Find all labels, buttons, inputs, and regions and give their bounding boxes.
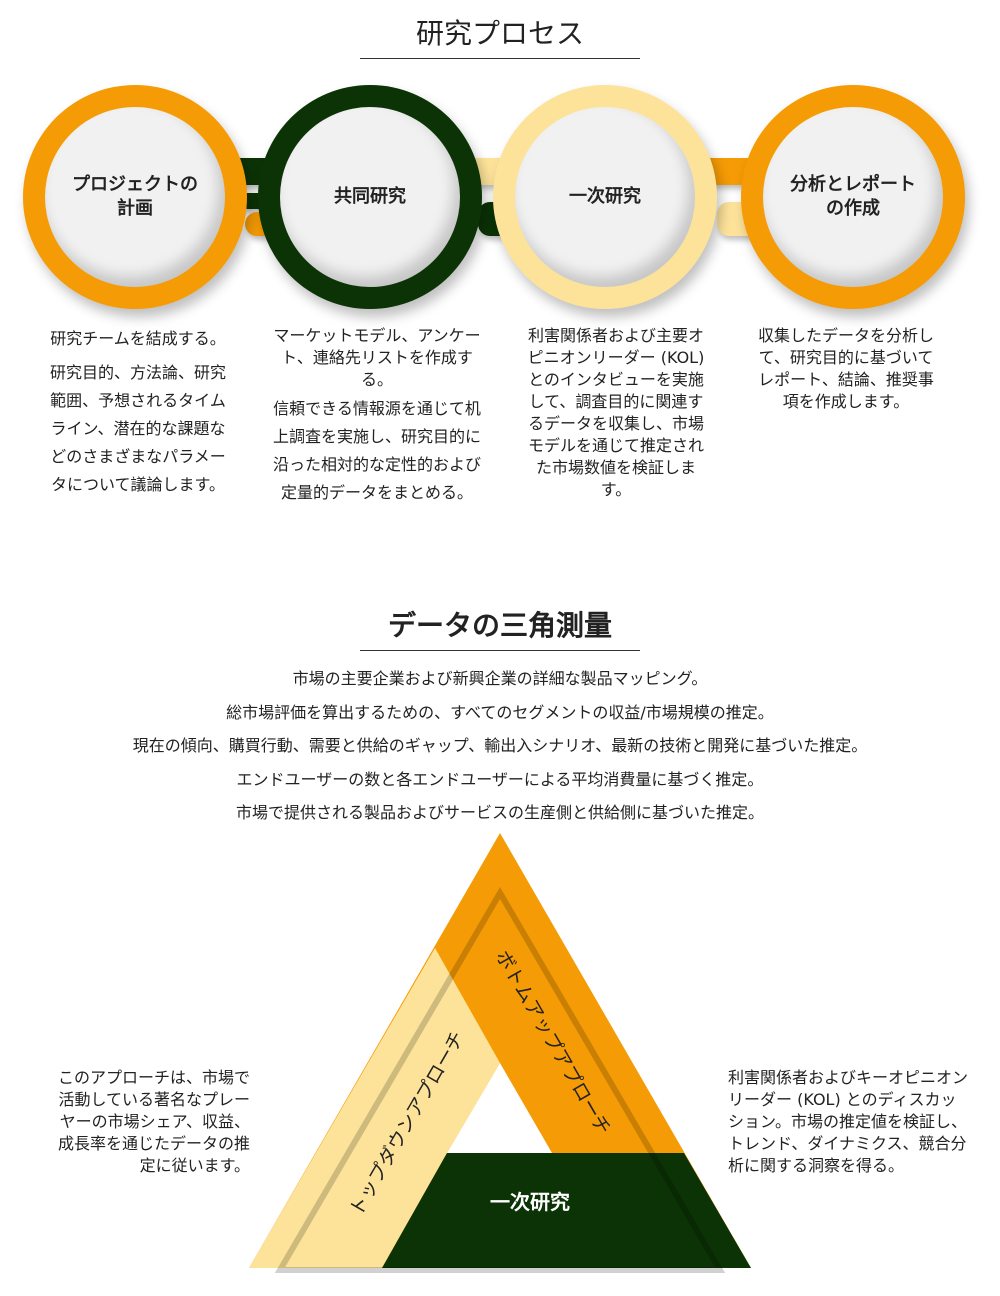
description-text: マーケットモデル、アンケート、連絡先リストを作成する。 — [273, 326, 481, 389]
description-text: 信頼できる情報源を通じて机上調査を実施し、研究目的に沿った相対的な定性的および定… — [272, 399, 481, 502]
triangulation-title: データの三角測量 — [387, 609, 612, 642]
step-description: 研究チームを結成する。 研究目的、方法論、研究範囲、予想されるタイムライン、潜在… — [44, 325, 232, 505]
process-title: 研究プロセス — [415, 17, 584, 50]
list-item: 市場の主要企業および新興企業の詳細な製品マッピング。 — [292, 669, 708, 688]
step-label: プロジェクトの計画 — [45, 107, 225, 287]
list-item: 総市場評価を算出するための、すべてのセグメントの収益/市場規模の推定。 — [226, 702, 774, 722]
step-description: 収集したデータを分析して、研究目的に基づいてレポート、結論、推奨事項を作成します… — [756, 325, 936, 419]
primary-research-band — [382, 1153, 751, 1268]
description-text: 研究チームを結成する。 — [50, 329, 226, 348]
description-text: 利害関係者および主要オピニオンリーダー (KOL) とのインタビューを実施して、… — [527, 326, 705, 499]
inner-bevel — [274, 887, 726, 1273]
center-hole — [447, 1063, 552, 1153]
title-underline — [360, 650, 640, 651]
triangulation-list: 市場の主要企業および新興企業の詳細な製品マッピング。 総市場評価を算出するための… — [0, 662, 1000, 830]
title-underline — [360, 58, 640, 59]
top-down-band — [249, 948, 500, 1268]
description-text: 研究目的、方法論、研究範囲、予想されるタイムライン、潜在的な課題などのさまざまな… — [49, 363, 226, 494]
step-label: 一次研究 — [515, 107, 695, 287]
step-description: マーケットモデル、アンケート、連絡先リストを作成する。 信頼できる情報源を通じて… — [272, 325, 482, 513]
step-circle-analysis: 分析とレポートの作成 — [741, 85, 965, 309]
step-circle-planning: プロジェクトの計画 — [23, 85, 247, 309]
top-down-description: このアプローチは、市場で活動している著名なプレーヤーの市場シェア、収益、成長率を… — [57, 1068, 250, 1175]
step-description: 利害関係者および主要オピニオンリーダー (KOL) とのインタビューを実施して、… — [522, 325, 710, 507]
step-circle-primary: 一次研究 — [493, 85, 717, 309]
step-label: 共同研究 — [280, 107, 460, 287]
step-label: 分析とレポートの作成 — [763, 107, 943, 287]
list-item: エンドユーザーの数と各エンドユーザーによる平均消費量に基づく推定。 — [236, 769, 764, 789]
description-text: 収集したデータを分析して、研究目的に基づいてレポート、結論、推奨事項を作成します… — [757, 326, 934, 411]
bottom-up-description: 利害関係者およびキーオピニオンリーダー (KOL) とのディスカッション。市場の… — [728, 1068, 969, 1175]
step-circle-collaborative: 共同研究 — [258, 85, 482, 309]
list-item: 市場で提供される製品およびサービスの生産側と供給側に基づいた推定。 — [235, 803, 764, 822]
list-item: 現在の傾向、購買行動、需要と供給のギャップ、輸出入シナリオ、最新の技術と開発に基… — [132, 736, 868, 755]
primary-research-label: 一次研究 — [490, 1190, 570, 1214]
